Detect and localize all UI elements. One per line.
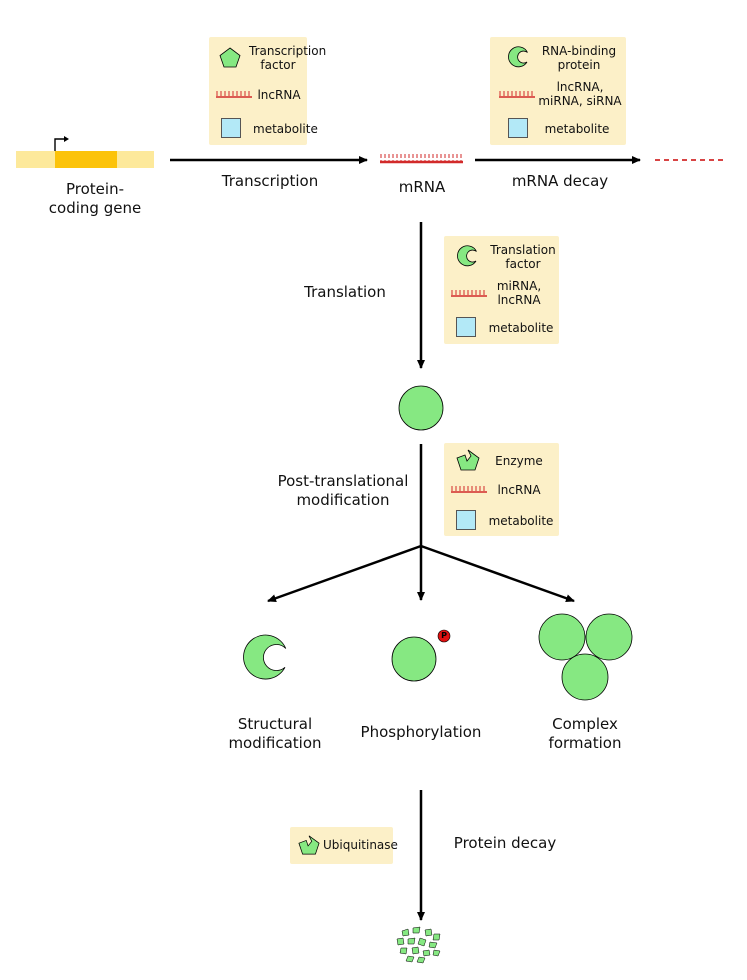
- degraded-protein-fragments-icon: [396, 926, 441, 964]
- mirna-line2: lncRNA: [497, 293, 541, 307]
- rna-binding-protein-icon: [508, 46, 528, 68]
- ptm-label: Post-translational modification: [268, 472, 418, 510]
- protein-decay-label: Protein decay: [453, 834, 557, 852]
- transcription-label: Transcription: [221, 172, 319, 190]
- metabolite-label: metabolite: [253, 122, 318, 136]
- ptm-label-line1: Post-translational: [277, 472, 409, 490]
- ubiquitinase-box: Ubiquitinase: [290, 827, 398, 864]
- phosphorylated-protein-icon: [391, 629, 451, 682]
- metabolite-icon: [456, 317, 476, 337]
- metabolite-label: metabolite: [544, 122, 610, 136]
- promoter-arrow-icon: [54, 138, 66, 151]
- gene-label-line2: coding gene: [48, 199, 142, 217]
- tf-line2: factor: [260, 58, 296, 72]
- structural-modification-label: Structural modification: [210, 715, 340, 753]
- mirna-lncrna-label: miRNA, lncRNA: [494, 279, 544, 307]
- gene-label-line1: Protein-: [66, 180, 124, 198]
- gene-label: Protein- coding gene: [40, 180, 150, 218]
- ptm-regulators-box: Enzyme lncRNA metabolite: [444, 443, 559, 536]
- ncrna-line2: miRNA, siRNA: [538, 94, 622, 108]
- rna-binding-protein-label: RNA-binding protein: [536, 44, 622, 72]
- translation-factor-icon: [457, 245, 477, 267]
- transcription-regulators-box: Transcription factor lncRNA metabolite: [209, 37, 326, 145]
- rbp-line1: RNA-binding: [541, 44, 617, 58]
- lncrna-label: lncRNA: [497, 483, 541, 497]
- trf-line2: factor: [505, 257, 541, 271]
- lncrna-label: lncRNA: [257, 88, 301, 102]
- mrna-decay-label: mRNA decay: [511, 172, 609, 190]
- metabolite-icon: [221, 118, 241, 138]
- modified-protein-icon: [243, 634, 287, 680]
- structural-line1: Structural: [237, 715, 313, 733]
- tf-line1: Transcription: [249, 44, 327, 58]
- protein-complex-icon: [538, 613, 633, 701]
- complex-formation-label: Complex formation: [530, 715, 640, 753]
- transcription-factor-label: Transcription factor: [249, 44, 326, 72]
- metabolite-label: metabolite: [488, 321, 554, 335]
- ncrna-line1: lncRNA,: [556, 80, 604, 94]
- trf-line1: Translation: [490, 243, 556, 257]
- mrna-decay-regulators-box: RNA-binding protein lncRNA, miRNA, siRNA…: [490, 37, 626, 145]
- phosphate-group-icon: [437, 629, 451, 643]
- lncrna-icon: [216, 91, 252, 98]
- structural-modification-arrow: [267, 544, 422, 603]
- phosphate-label: P: [441, 631, 447, 640]
- enzyme-icon: [456, 449, 480, 471]
- translation-factor-label: Translation factor: [488, 243, 558, 271]
- ncrna-icon: [499, 91, 535, 98]
- mrna-label: mRNA: [398, 178, 446, 196]
- ubiquitinase-icon: [298, 835, 320, 855]
- protein-icon: [398, 385, 444, 431]
- ncrna-label: lncRNA, miRNA, siRNA: [536, 80, 624, 108]
- protein-coding-gene-icon: [16, 136, 154, 168]
- metabolite-label: metabolite: [488, 514, 554, 528]
- complex-line1: Complex: [552, 715, 618, 733]
- translation-label: Translation: [304, 283, 386, 301]
- complex-formation-arrow: [420, 544, 575, 603]
- complex-line2: formation: [548, 734, 622, 752]
- mirna-line1: miRNA,: [496, 279, 542, 293]
- lncrna-icon: [451, 486, 487, 493]
- pentagon-protein-icon: [219, 47, 241, 68]
- enzyme-label: Enzyme: [495, 454, 543, 468]
- phosphorylation-label: Phosphorylation: [360, 723, 482, 741]
- mirna-icon: [451, 290, 487, 297]
- ptm-label-line2: modification: [296, 491, 390, 509]
- ubiquitinase-label: Ubiquitinase: [323, 838, 398, 852]
- structural-line2: modification: [228, 734, 322, 752]
- translation-regulators-box: Translation factor miRNA, lncRNA metabol…: [444, 236, 559, 344]
- metabolite-icon: [456, 510, 476, 530]
- mrna-icon: [380, 154, 463, 164]
- rbp-line2: protein: [557, 58, 601, 72]
- gene-coding-region: [55, 151, 117, 168]
- metabolite-icon: [508, 118, 528, 138]
